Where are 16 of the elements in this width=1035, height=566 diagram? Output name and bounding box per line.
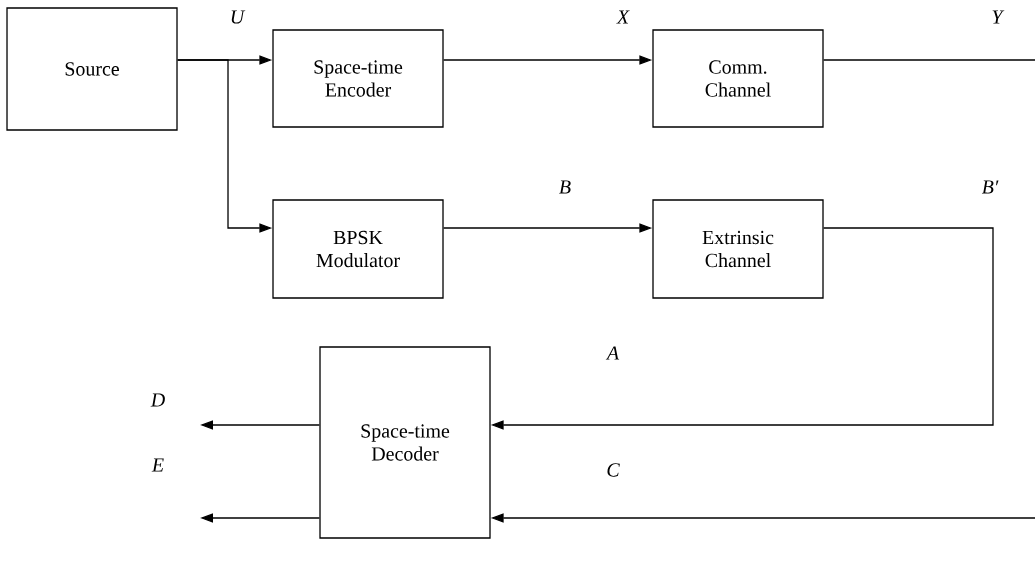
signal-label: U <box>231 10 246 24</box>
block-box: Extrinsic Channel <box>652 199 824 299</box>
signal-label: E <box>151 458 164 472</box>
signal-label: X <box>616 10 630 24</box>
block-box: Space-time Encoder <box>272 29 444 128</box>
signal-label: B′ <box>981 180 999 194</box>
block-box: BPSK Modulator <box>272 199 444 299</box>
signal-label: B <box>559 180 571 194</box>
signal-label: Y <box>992 10 1005 24</box>
block-box: Comm. Channel <box>652 29 824 128</box>
block-box: Source <box>6 7 178 131</box>
block-box: Space-time Decoder <box>319 346 491 539</box>
connector-line <box>823 59 1035 61</box>
signal-label: D <box>150 393 165 407</box>
signal-label: A <box>605 346 620 360</box>
signal-label: C <box>607 463 620 477</box>
